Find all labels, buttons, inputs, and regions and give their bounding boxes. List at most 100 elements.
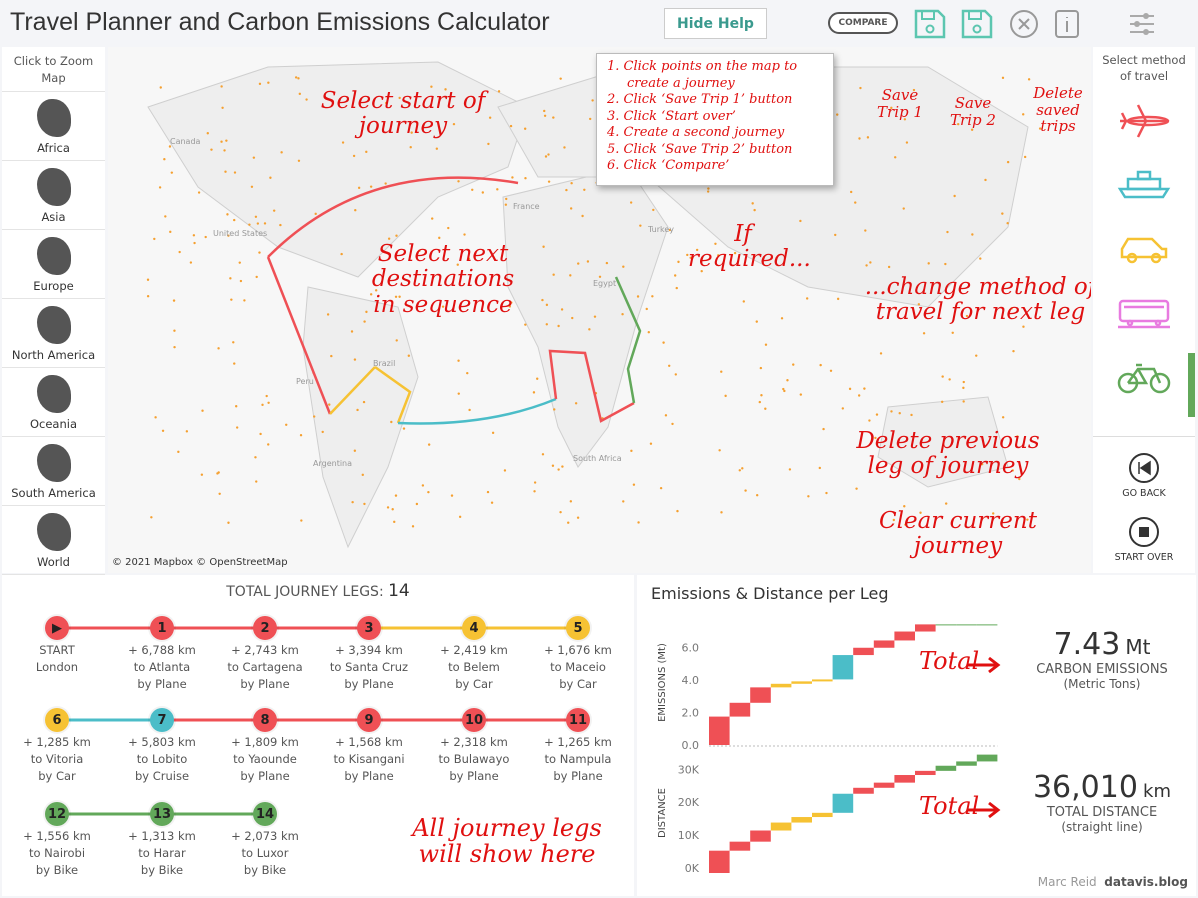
zoom-africa[interactable]: Africa	[2, 92, 105, 161]
city-point	[299, 433, 303, 437]
city-point	[285, 423, 288, 426]
city-point	[488, 116, 492, 119]
city-point	[1038, 127, 1042, 130]
waterfall-bar[interactable]	[976, 624, 998, 626]
leg-node[interactable]: 9	[357, 708, 381, 732]
waterfall-bar[interactable]	[729, 702, 751, 717]
leg-node[interactable]: 13	[150, 802, 174, 826]
delete-trips-icon[interactable]	[1009, 9, 1041, 39]
leg-node[interactable]: 4	[462, 616, 486, 640]
city-point	[261, 403, 264, 407]
leg-node[interactable]: 11	[566, 708, 590, 732]
mode-bike-button[interactable]	[1093, 345, 1195, 417]
waterfall-bar[interactable]	[894, 775, 915, 783]
city-point	[363, 502, 366, 506]
filter-settings-icon[interactable]	[1128, 12, 1156, 36]
waterfall-bar[interactable]	[812, 679, 833, 682]
zoom-south-america[interactable]: South America	[2, 437, 105, 506]
waterfall-bar[interactable]	[812, 812, 833, 818]
site-link[interactable]: datavis.blog	[1104, 875, 1188, 889]
city-point	[645, 307, 648, 311]
waterfall-bar[interactable]	[709, 716, 730, 745]
leg-node[interactable]: 8	[253, 708, 277, 732]
mode-cruise-button[interactable]	[1093, 153, 1195, 217]
city-point	[267, 443, 270, 446]
city-point	[227, 521, 230, 524]
leg-node[interactable]: 1	[150, 616, 174, 640]
waterfall-bar[interactable]	[873, 640, 895, 648]
city-point	[953, 194, 956, 198]
waterfall-bar[interactable]	[791, 817, 812, 823]
leg-node[interactable]: 14	[253, 802, 277, 826]
leg-node[interactable]: 2	[253, 616, 277, 640]
waterfall-bar[interactable]	[935, 624, 957, 626]
leg-km: + 2,419 km	[440, 643, 508, 657]
waterfall-bar[interactable]	[791, 681, 812, 684]
waterfall-bar[interactable]	[976, 754, 998, 762]
waterfall-bar[interactable]	[915, 770, 936, 776]
city-point	[467, 257, 471, 260]
city-point	[185, 430, 189, 433]
waterfall-bar[interactable]	[832, 655, 854, 680]
leg-node[interactable]: 10	[462, 708, 486, 732]
city-point	[941, 375, 944, 378]
city-point	[559, 510, 562, 514]
city-point	[369, 293, 373, 296]
waterfall-bar[interactable]	[894, 631, 915, 641]
start-over-button[interactable]: START OVER	[1093, 516, 1195, 563]
city-point	[717, 254, 720, 257]
map-label: Egypt	[593, 279, 617, 288]
leg-km: + 2,073 km	[231, 829, 299, 843]
route-leg-4	[329, 366, 376, 415]
waterfall-bar[interactable]	[770, 683, 792, 688]
leg-node[interactable]: 12	[45, 802, 69, 826]
city-point	[177, 450, 180, 454]
waterfall-bar[interactable]	[832, 793, 854, 813]
waterfall-bar[interactable]	[956, 624, 977, 626]
city-point	[524, 323, 527, 326]
leg-km: + 1,556 km	[23, 829, 91, 843]
city-point	[819, 363, 822, 367]
compare-button[interactable]: COMPARE	[828, 12, 898, 34]
zoom-oceania[interactable]: Oceania	[2, 368, 105, 437]
waterfall-bar[interactable]	[770, 822, 792, 831]
waterfall-bar[interactable]	[750, 830, 771, 842]
city-point	[671, 422, 674, 426]
mode-train-button[interactable]	[1093, 281, 1195, 345]
waterfall-bar[interactable]	[750, 687, 771, 703]
waterfall-bar[interactable]	[935, 765, 957, 771]
continent-icon	[36, 444, 71, 482]
zoom-europe[interactable]: Europe	[2, 230, 105, 299]
waterfall-bar[interactable]	[853, 787, 874, 794]
waterfall-bar[interactable]	[873, 782, 895, 788]
go-back-button[interactable]: GO BACK	[1093, 452, 1195, 499]
mode-plane-button[interactable]	[1093, 89, 1195, 153]
zoom-world[interactable]: World	[2, 506, 105, 575]
waterfall-bar[interactable]	[915, 624, 936, 632]
leg-node[interactable]: 6	[45, 708, 69, 732]
leg-node[interactable]: 7	[150, 708, 174, 732]
zoom-north-america[interactable]: North America	[2, 299, 105, 368]
save-trip-2-icon[interactable]	[961, 9, 993, 39]
save-trip-1-icon[interactable]	[914, 9, 946, 39]
waterfall-bar[interactable]	[729, 841, 751, 851]
leg-node[interactable]: 5	[566, 616, 590, 640]
zoom-asia[interactable]: Asia	[2, 161, 105, 230]
waterfall-bar[interactable]	[709, 850, 730, 873]
info-icon[interactable]	[1054, 9, 1082, 39]
city-point	[593, 315, 597, 318]
leg-node[interactable]: 3	[357, 616, 381, 640]
city-point	[783, 389, 786, 393]
city-point	[970, 128, 974, 131]
leg-connector	[265, 626, 369, 630]
city-point	[636, 295, 640, 298]
hide-help-button[interactable]: Hide Help	[664, 8, 767, 39]
waterfall-bar[interactable]	[956, 761, 977, 766]
city-point	[569, 274, 572, 277]
leg-node[interactable]: ▶	[45, 616, 69, 640]
zoom-label: Click to Zoom Map	[2, 47, 105, 92]
mode-car-button[interactable]	[1093, 217, 1195, 281]
waterfall-bar[interactable]	[853, 647, 874, 656]
north-america-shape	[147, 61, 529, 278]
